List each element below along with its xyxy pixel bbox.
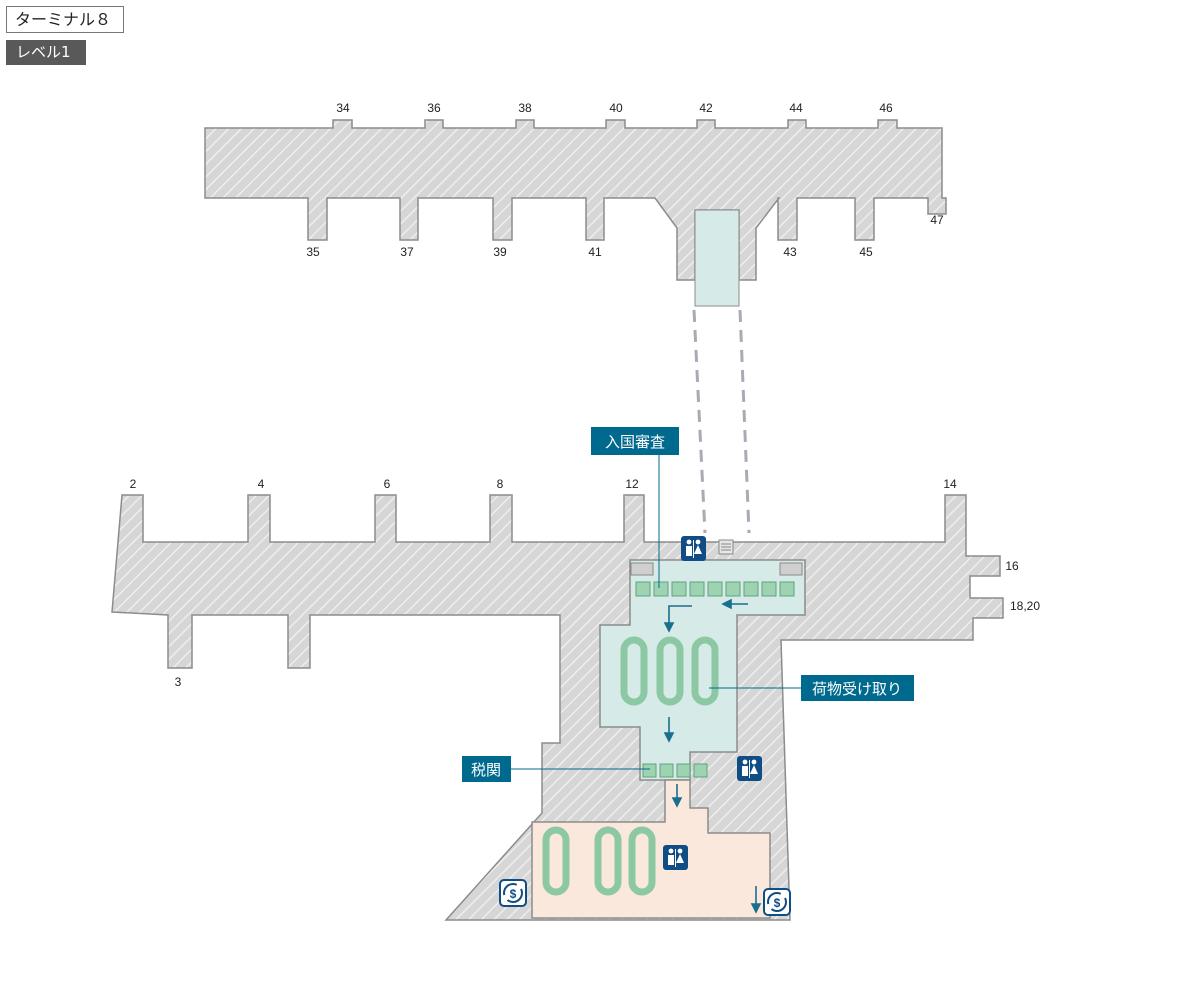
customs-label: 税関 [471,761,501,779]
gate-label: 12 [625,477,639,491]
gate-label: 42 [699,101,713,115]
gate-label: 34 [336,101,350,115]
restroom-icon[interactable] [737,756,762,781]
gate-label: 2 [130,477,137,491]
customs-callout[interactable]: 税関 [462,756,650,782]
restroom-icon[interactable] [681,536,706,561]
gate-label: 8 [497,477,504,491]
gate-label: 44 [789,101,803,115]
gate-label: 38 [518,101,532,115]
gate-label: 37 [400,245,414,259]
baggage-claim-label: 荷物受け取り [812,680,902,698]
main-terminal [111,494,1004,921]
gate-label: 39 [493,245,507,259]
customs-desks [642,763,708,778]
currency-exchange-icon[interactable]: $ [499,879,527,907]
currency-exchange-icon[interactable]: $ [763,888,791,916]
escalator-icon [718,539,734,555]
level-badge[interactable]: レベル1 [6,40,86,65]
gate-label: 45 [859,245,873,259]
immigration-desks [630,562,803,597]
gate-label: 18,20 [1010,599,1040,613]
gate-labels: 34 36 38 40 42 44 46 35 37 39 41 43 45 4… [130,101,1041,689]
baggage-claim-callout[interactable]: 荷物受け取り [709,675,914,701]
gate-label: 41 [588,245,602,259]
gate-label: 14 [943,477,957,491]
gate-label: 3 [175,675,182,689]
connector-walkway [692,309,751,534]
restroom-icon[interactable] [663,845,688,870]
gate-label: 36 [427,101,441,115]
flow-arrows [663,598,762,914]
gate-label: 43 [783,245,797,259]
gate-label: 6 [384,477,391,491]
north-concourse [204,119,947,307]
immigration-label: 入国審査 [605,433,665,451]
svg-text:$: $ [510,887,517,901]
gate-label: 46 [879,101,893,115]
gate-label: 4 [258,477,265,491]
svg-text:$: $ [774,896,781,910]
terminal-title: ターミナル８ [6,6,124,33]
gate-label: 16 [1005,559,1019,573]
gate-label: 35 [306,245,320,259]
immigration-callout[interactable]: 入国審査 [591,427,679,588]
gate-label: 47 [930,213,944,227]
baggage-carousels [542,636,719,896]
gate-label: 40 [609,101,623,115]
